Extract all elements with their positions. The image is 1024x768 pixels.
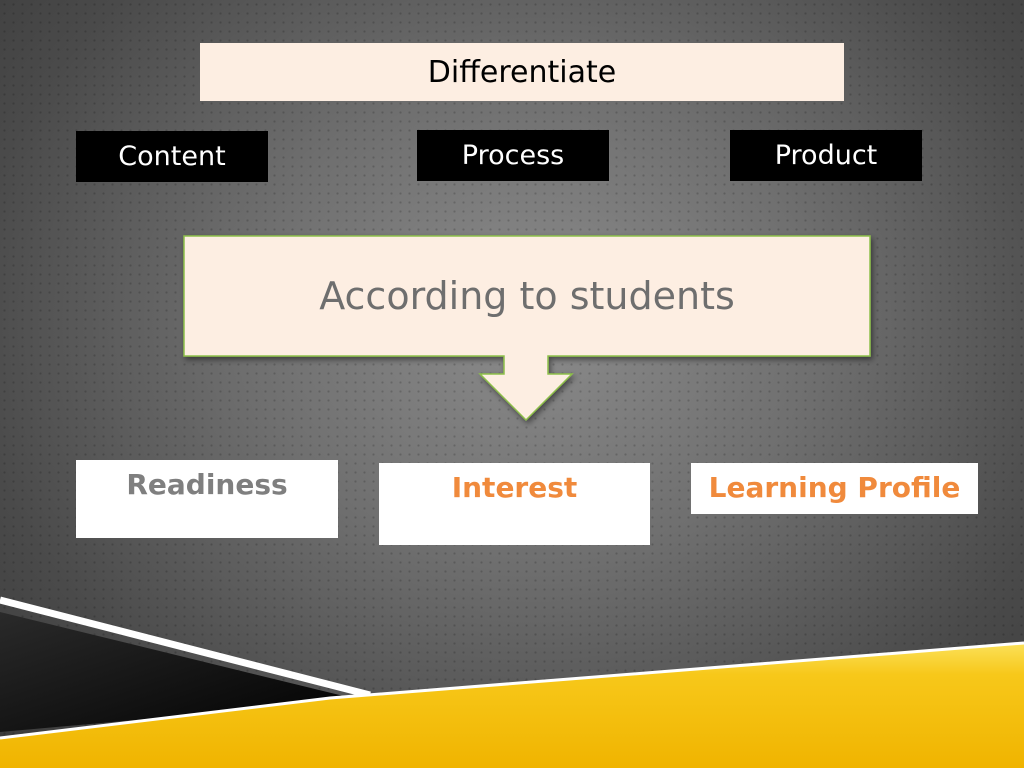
product-box: Product (730, 130, 922, 181)
product-label: Product (774, 140, 878, 171)
callout-text: According to students (319, 274, 735, 318)
process-label: Process (461, 140, 565, 171)
yellow-band-edge (0, 641, 1024, 740)
content-box: Content (76, 131, 268, 182)
white-stripe (0, 596, 371, 699)
yellow-band (0, 643, 1024, 768)
content-label: Content (118, 141, 226, 172)
differentiate-title: Differentiate (427, 54, 617, 90)
readiness-box: Readiness (76, 460, 338, 538)
differentiate-title-box: Differentiate (200, 43, 844, 101)
interest-box: Interest (379, 463, 650, 545)
callout-text-wrap: According to students (184, 236, 870, 356)
readiness-label: Readiness (126, 468, 288, 501)
learning-profile-label: Learning Profile (708, 471, 961, 504)
process-box: Process (417, 130, 609, 181)
learning-profile-box: Learning Profile (691, 463, 978, 514)
callout-arrow-down (183, 235, 871, 422)
interest-label: Interest (451, 471, 578, 504)
black-wedge (0, 612, 360, 732)
